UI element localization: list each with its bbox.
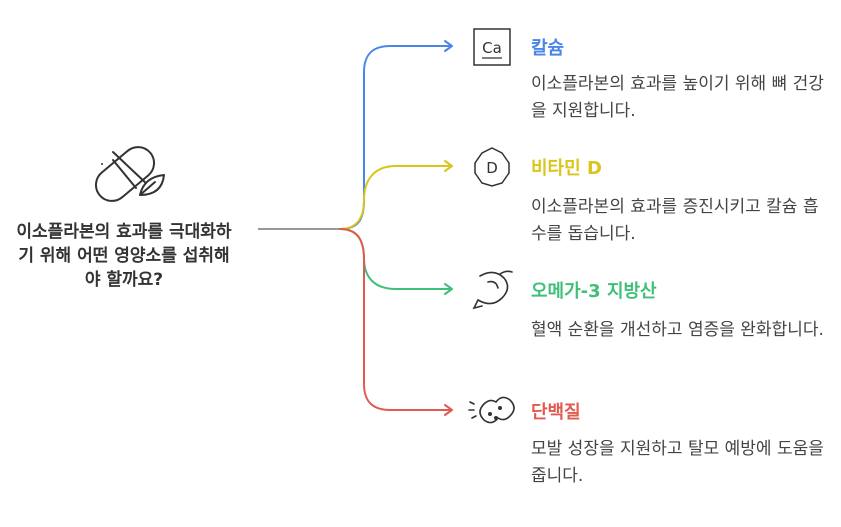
svg-text:D: D: [486, 159, 498, 177]
branch-title-vitamin-d: 비타민 D: [531, 158, 602, 179]
connector-calcium: [339, 45, 451, 230]
branch-desc-omega3: 혈액 순환을 개선하고 염증을 완화합니다.: [531, 320, 824, 340]
pill-leaf-icon: [94, 146, 165, 202]
branch-title-calcium: 칼슘: [531, 38, 565, 59]
vitamin-d-icon: D: [474, 147, 510, 187]
connector-vitamin-d: [339, 165, 451, 230]
svg-text:Ca: Ca: [482, 39, 502, 57]
shrimp-icon: [472, 270, 513, 310]
peanut-icon: [468, 396, 515, 424]
branch-desc-calcium: 이소플라본의 효과를 높이기 위해 뼈 건강을 지원합니다.: [531, 74, 824, 121]
connector-protein: [339, 228, 451, 411]
central-question: 이소플라본의 효과를 극대화하기 위해 어떤 영양소를 섭취해야 할까요?: [16, 222, 232, 290]
branch-title-protein: 단백질: [531, 402, 581, 423]
arrowhead-protein: [444, 404, 453, 416]
connector-omega3: [339, 228, 451, 290]
branch-title-omega3: 오메가-3 지방산: [531, 281, 657, 302]
branch-desc-protein: 모발 성장을 지원하고 탈모 예방에 도움을 줍니다.: [531, 439, 824, 486]
arrowhead-calcium: [444, 40, 453, 52]
arrowhead-omega3: [444, 283, 453, 295]
arrowhead-vitamin-d: [444, 160, 453, 172]
calcium-icon: Ca: [473, 28, 511, 66]
branch-desc-vitamin-d: 이소플라본의 효과를 증진시키고 칼슘 흡수를 돕습니다.: [531, 197, 819, 244]
